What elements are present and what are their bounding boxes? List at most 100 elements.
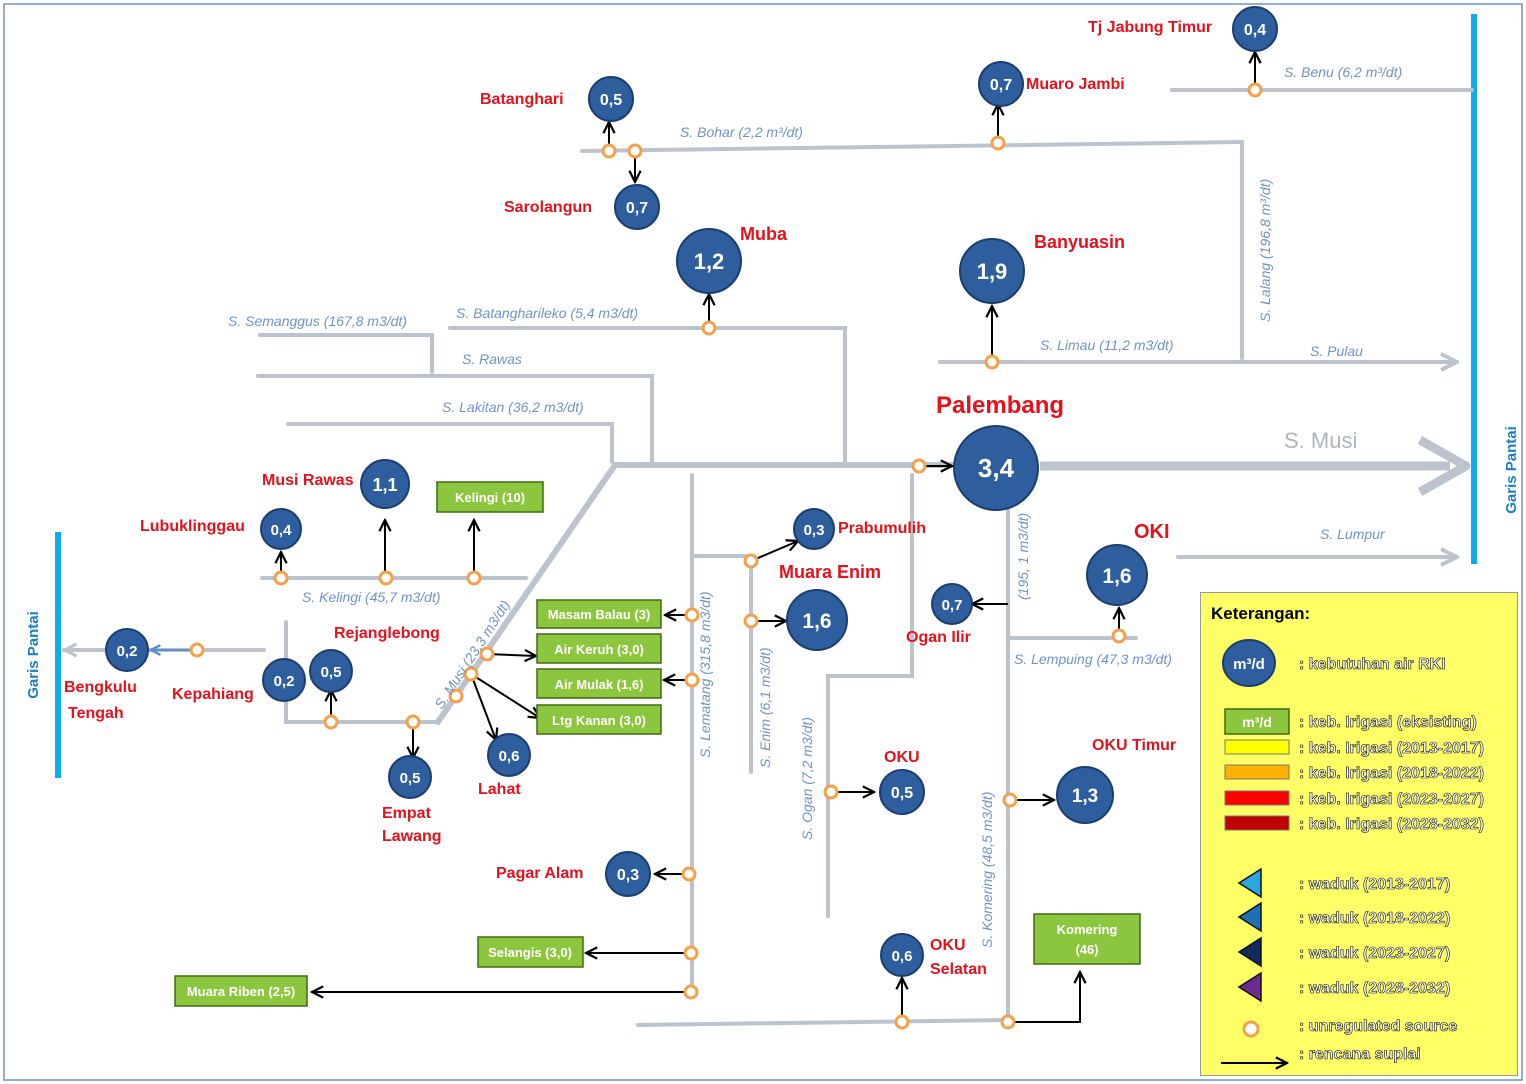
legend-desc-irr-2028: : keb. Irigasi (2028-2032) <box>1299 816 1484 833</box>
name-palembang: Palembang <box>936 392 1064 419</box>
name-lubuklinggau: Lubuklinggau <box>140 518 245 535</box>
label-batangharileko: S. Batangharileko (5,4 m3/dt) <box>456 305 638 321</box>
region-labels: Tj Jabung Timur Muaro Jambi Batanghari S… <box>64 19 1212 978</box>
label-ogan: S. Ogan (7,2 m3/dt) <box>799 717 815 840</box>
svg-text:(46): (46) <box>1075 942 1098 957</box>
label-bohar: S. Bohar (2,2 m³/dt) <box>680 124 803 140</box>
legend-swatch-irr-2018 <box>1224 764 1290 780</box>
legend-desc-waduk-2013: : waduk (2013-2017) <box>1299 876 1450 893</box>
legend-waduk-2028-icon <box>1237 971 1262 1003</box>
legend-desc-unregulated: : unregulated source <box>1299 1018 1457 1035</box>
svg-text:Komering: Komering <box>1057 922 1118 937</box>
label-benu: S. Benu (6,2 m³/dt) <box>1284 64 1402 80</box>
label-limau: S. Limau (11,2 m3/dt) <box>1040 337 1174 353</box>
label-lalang: S. Lalang (196,8 m³/dt) <box>1257 179 1273 322</box>
name-prabumulih: Prabumulih <box>838 520 926 537</box>
demand-lahat: 0,6 <box>487 733 531 777</box>
legend-irrigation-existing: m³/d <box>1224 708 1290 735</box>
label-pulau: S. Pulau <box>1310 343 1363 359</box>
svg-text:1,6: 1,6 <box>1102 565 1131 588</box>
name-lahat: Lahat <box>478 781 521 798</box>
name-tj-jabung-timur: Tj Jabung Timur <box>1088 19 1212 36</box>
demand-prabumulih: 0,3 <box>793 508 835 550</box>
name-kepahiang: Kepahiang <box>172 686 254 703</box>
demand-oki: 1,6 <box>1086 544 1148 606</box>
coast-label-east: Garis Pantai <box>1503 426 1520 514</box>
river-semanggus <box>258 333 434 374</box>
demand-palembang: 3,4 <box>953 425 1039 511</box>
svg-text:1,6: 1,6 <box>802 610 831 633</box>
svg-text:0,3: 0,3 <box>617 867 639 884</box>
legend-title: Keterangan: <box>1211 604 1310 623</box>
coast-label-west: Garis Pantai <box>25 611 42 699</box>
demand-batanghari: 0,5 <box>588 76 634 122</box>
label-rawas: S. Rawas <box>462 351 522 367</box>
name-oku-selatan-2: Selatan <box>930 961 987 978</box>
legend-desc-irr-existing: : keb. Irigasi (eksisting) <box>1299 714 1477 731</box>
svg-text:1,9: 1,9 <box>977 259 1008 284</box>
irr-air-keruh: Air Keruh (3,0) <box>536 633 662 664</box>
legend-desc-irr-2018: : keb. Irigasi (2018-2022) <box>1299 765 1484 782</box>
svg-text:1,3: 1,3 <box>1072 786 1098 807</box>
legend-waduk-2013-icon <box>1237 867 1262 899</box>
name-musi-rawas: Musi Rawas <box>262 472 354 489</box>
svg-text:1,2: 1,2 <box>694 249 725 274</box>
svg-text:m³/d: m³/d <box>1233 656 1265 673</box>
svg-text:Kelingi (10): Kelingi (10) <box>455 490 525 505</box>
demand-rejanglebong: 0,5 <box>309 649 353 693</box>
demand-muara-enim: 1,6 <box>786 589 848 651</box>
name-muaro-jambi: Muaro Jambi <box>1026 76 1125 93</box>
label-kelingi: S. Kelingi (45,7 m3/dt) <box>302 589 441 605</box>
river-bohar <box>580 140 1244 153</box>
irr-komering: Komering (46) <box>1033 913 1141 965</box>
irr-selangis: Selangis (3,0) <box>477 936 584 968</box>
demand-empat-lawang: 0,5 <box>388 755 432 799</box>
demand-tj-jabung-timur: 0,4 <box>1232 6 1278 52</box>
legend-swatch-irr-2028 <box>1224 815 1290 831</box>
name-sarolangun: Sarolangun <box>504 199 592 216</box>
svg-text:0,7: 0,7 <box>942 597 963 614</box>
svg-text:0,5: 0,5 <box>321 664 342 681</box>
svg-text:0,5: 0,5 <box>600 92 622 109</box>
river-musi-upper <box>435 462 958 725</box>
supply-arrows <box>281 52 1255 1023</box>
svg-text:0,6: 0,6 <box>892 948 913 965</box>
legend-swatch-irr-2023 <box>1224 790 1290 806</box>
legend-content: Keterangan: m³/d : kebutuhan air RKI m³/… <box>1211 604 1484 1077</box>
legend-unregulated-icon <box>1242 1020 1260 1038</box>
irr-air-mulak: Air Mulak (1,6) <box>536 668 662 699</box>
legend-desc-supply: : rencana suplai <box>1299 1046 1421 1063</box>
svg-text:0,6: 0,6 <box>499 748 520 765</box>
name-batanghari: Batanghari <box>480 91 564 108</box>
irr-ltg-kanan: Ltg Kanan (3,0) <box>536 704 662 735</box>
label-lempuing: S. Lempuing (47,3 m3/dt) <box>1014 651 1172 667</box>
svg-text:3,4: 3,4 <box>978 453 1015 483</box>
river-lakitan <box>286 422 614 464</box>
svg-text:m³/d: m³/d <box>1242 714 1272 730</box>
demand-muba: 1,2 <box>676 228 742 294</box>
name-rejanglebong: Rejanglebong <box>334 625 440 642</box>
svg-text:Masam Balau (3): Masam Balau (3) <box>548 607 651 622</box>
demand-oku: 0,5 <box>879 769 925 815</box>
legend: Keterangan: m³/d : kebutuhan air RKI m³/… <box>1200 592 1518 1076</box>
legend-waduk-2023-icon <box>1237 936 1262 968</box>
svg-text:0,7: 0,7 <box>990 77 1012 94</box>
river-musi-arrowhead <box>1417 436 1471 496</box>
irr-masam-balau: Masam Balau (3) <box>536 599 662 629</box>
irr-kelingi: Kelingi (10) <box>436 481 544 513</box>
demand-circles: 0,4 0,7 0,5 0,7 1,2 1,9 3,4 1,1 0,4 0,3 … <box>105 6 1278 977</box>
svg-text:0,5: 0,5 <box>891 785 913 802</box>
river-ogan <box>826 473 914 918</box>
demand-musi-rawas: 1,1 <box>360 459 410 509</box>
supply-air-keruh <box>486 654 536 656</box>
svg-text:0,7: 0,7 <box>626 200 648 217</box>
demand-oku-selatan: 0,6 <box>880 933 924 977</box>
label-enim: S. Enim (6,1 m3/dt) <box>757 647 773 768</box>
name-oki: OKI <box>1134 521 1170 543</box>
supply-lahat <box>470 673 496 740</box>
name-ogan-ilir: Ogan Ilir <box>906 629 971 646</box>
demand-bengkulu-tengah: 0,2 <box>105 628 149 672</box>
river-rawas <box>256 374 654 464</box>
svg-text:Air Keruh (3,0): Air Keruh (3,0) <box>554 642 644 657</box>
